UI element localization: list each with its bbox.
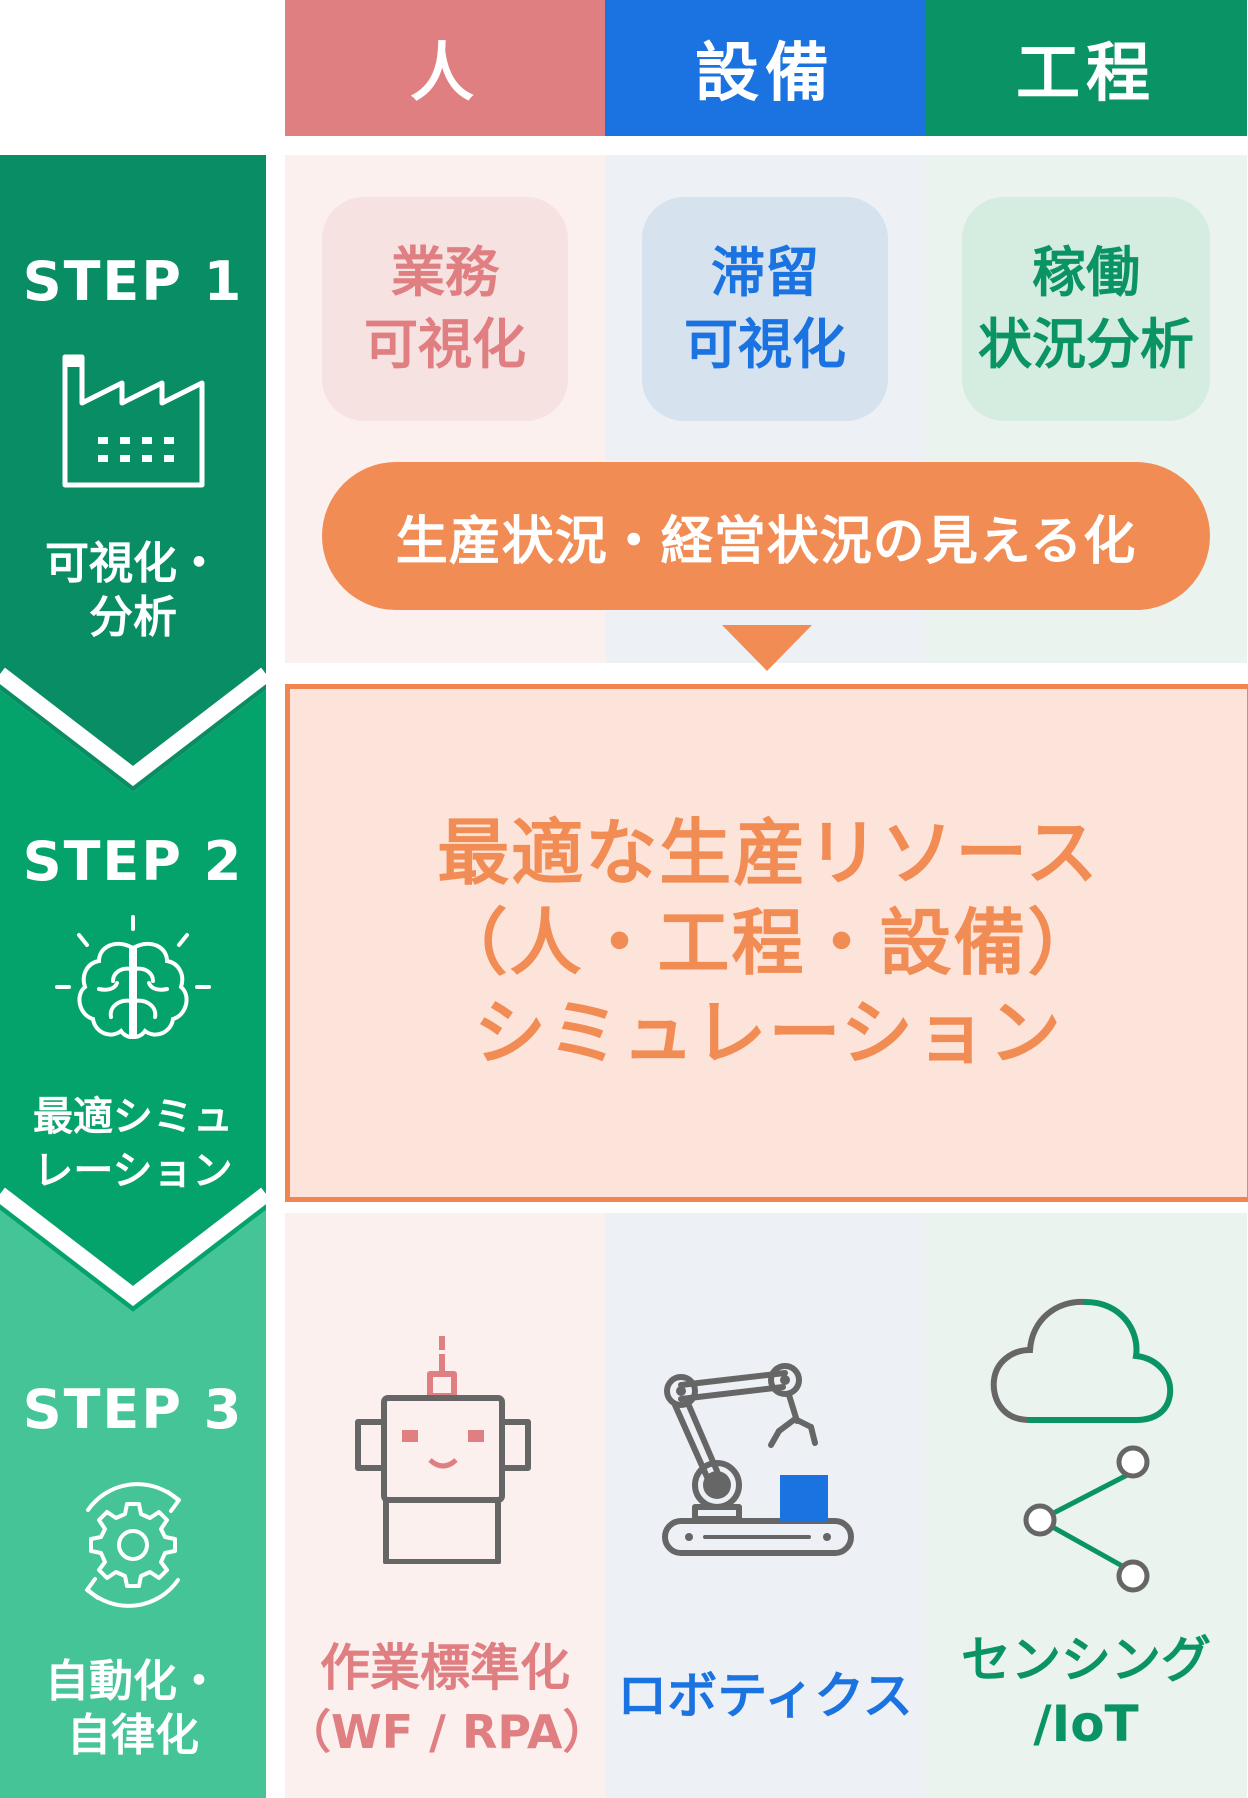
step3-sub-line1: 自動化・	[45, 1656, 221, 1707]
box-line1: 稼働	[1032, 241, 1140, 304]
step2-sub-line2: レーション	[33, 1148, 233, 1194]
box-line2: 可視化	[684, 313, 846, 376]
box-line1: 業務	[391, 241, 499, 304]
step-arrows	[0, 155, 266, 1798]
box-line2: 可視化	[364, 313, 526, 376]
gear-cycle-icon	[85, 1482, 181, 1608]
label-line1: センシング	[961, 1631, 1211, 1689]
down-triangle-icon	[722, 625, 812, 671]
step2-sub-line1: 最適シミュ	[33, 1094, 233, 1140]
simulation-line3: シミュレーション	[473, 991, 1064, 1075]
brain-icon	[55, 915, 211, 1040]
banner-text: 生産状況・経営状況の見える化	[395, 511, 1137, 572]
step3-band-equipment	[605, 1213, 925, 1798]
box-business-visualization: 業務 可視化	[322, 197, 568, 421]
visualization-banner: 生産状況・経営状況の見える化	[322, 462, 1210, 610]
box-operation-analysis: 稼働 状況分析	[962, 197, 1210, 421]
simulation-line1: 最適な生産リソース	[437, 811, 1100, 895]
box-line2: 状況分析	[978, 313, 1194, 376]
label-work-standardization: 作業標準化 （WF / RPA）	[285, 1636, 609, 1764]
step3-title: STEP 3	[22, 1378, 244, 1441]
step1-sub-line2: 分析	[89, 592, 177, 643]
step3-sub-line2: 自律化	[67, 1710, 199, 1761]
column-header-label: 人	[410, 37, 480, 111]
label-line1: ロボティクス	[617, 1667, 913, 1725]
factory-icon	[62, 354, 205, 488]
label-sensing-iot: センシング /IoT	[925, 1628, 1247, 1756]
box-line1: 滞留	[711, 241, 819, 304]
column-header-label: 工程	[1016, 37, 1156, 111]
step1-arrow-shape	[0, 155, 266, 792]
label-line1: 作業標準化	[320, 1639, 570, 1697]
label-line2: /IoT	[1033, 1695, 1139, 1753]
label-line2: （WF / RPA）	[285, 1705, 609, 1759]
simulation-line2: （人・工程・設備）	[435, 901, 1102, 985]
robot-arm-icon	[662, 1363, 854, 1556]
robot-icon	[355, 1336, 531, 1564]
step2-chevron-line	[0, 1187, 266, 1307]
column-header-label: 設備	[695, 37, 835, 111]
step1-chevron-line	[0, 667, 266, 787]
column-header-person: 人	[285, 0, 605, 136]
box-stagnation-visualization: 滞留 可視化	[642, 197, 888, 421]
column-header-equipment: 設備	[605, 0, 925, 136]
step1-sub-line1: 可視化・	[45, 538, 221, 589]
cloud-share-icon	[990, 1298, 1174, 1593]
label-robotics: ロボティクス	[605, 1664, 925, 1728]
column-header-process: 工程	[925, 0, 1247, 136]
step3-band-person	[285, 1213, 605, 1798]
step3-band-process	[925, 1213, 1247, 1798]
simulation-box: 最適な生産リソース （人・工程・設備） シミュレーション	[285, 684, 1248, 1202]
step2-title: STEP 2	[22, 830, 244, 893]
step1-title: STEP 1	[22, 250, 244, 313]
